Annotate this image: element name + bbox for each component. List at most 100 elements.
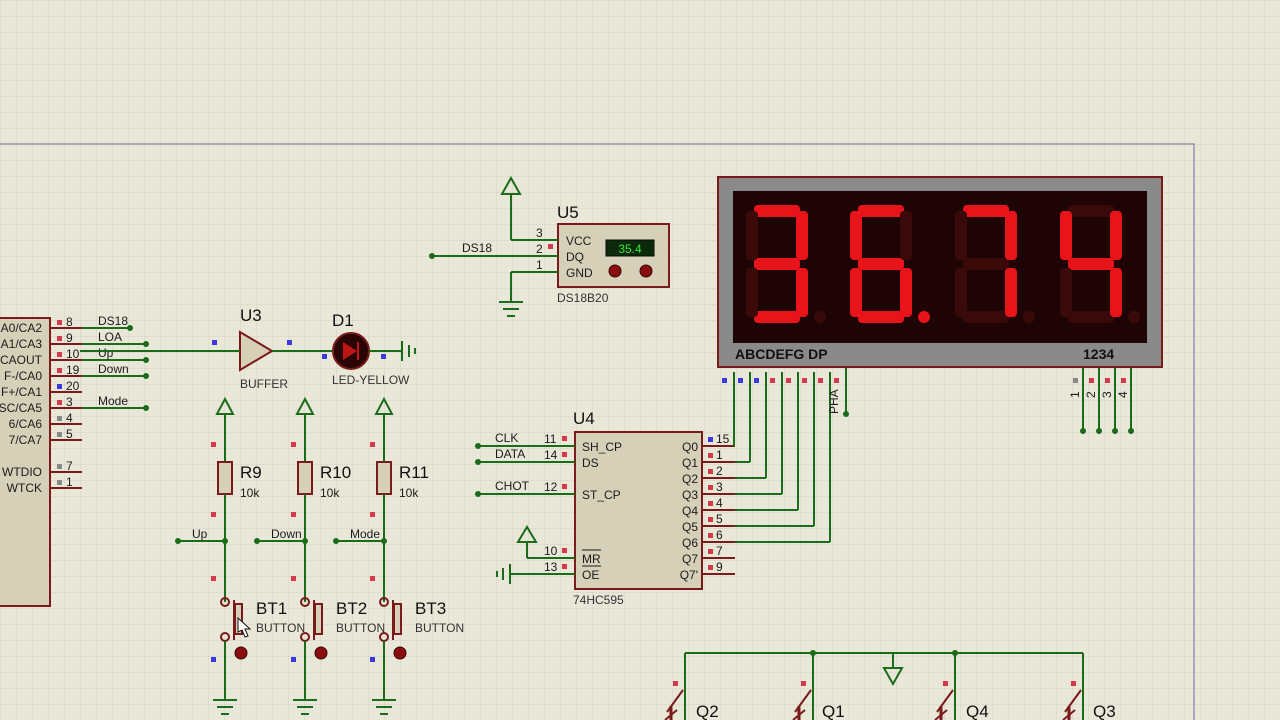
segment-a — [754, 205, 800, 217]
u4-right-name-8: Q7' — [680, 568, 698, 582]
switch-net-1: Up — [192, 527, 208, 541]
digit-pin-num-3: 3 — [1100, 391, 1114, 398]
mcu-pin-label-1: A1/CA3 — [1, 337, 43, 351]
button-3[interactable] — [393, 603, 402, 635]
ground-symbol-d1 — [401, 341, 416, 361]
u4-right-name-4: Q4 — [682, 504, 698, 518]
segment-b — [796, 211, 808, 260]
mcu-net-1: LOA — [98, 330, 122, 344]
mcu-pin-num-8: 7 — [66, 459, 73, 473]
u4-left-num-4: 13 — [544, 560, 558, 574]
resistor-3[interactable] — [376, 461, 392, 495]
segment-f — [1060, 211, 1072, 260]
segment-b — [1110, 211, 1122, 260]
u4-left-name-4: OE — [582, 568, 599, 582]
mcu-pin-num-7: 5 — [66, 427, 73, 441]
u4-left-num-0: 11 — [544, 432, 557, 446]
segment-d — [1068, 311, 1114, 323]
segment-e — [746, 268, 758, 317]
decimal-point — [1023, 311, 1035, 323]
resistor-1[interactable] — [217, 461, 233, 495]
digit-pin-num-1: 1 — [1068, 391, 1082, 398]
segment-b — [1005, 211, 1017, 260]
u4-right-name-6: Q6 — [682, 536, 698, 550]
transistor-ref-2: Q1 — [822, 702, 845, 720]
resistor-value-2: 10k — [320, 486, 340, 500]
transistor-4[interactable]: Q3 — [1062, 681, 1116, 720]
mcu-pin-label-5: SC/CA5 — [0, 401, 42, 415]
d1-type: LED-YELLOW — [332, 373, 410, 387]
u4-ref: U4 — [573, 409, 595, 428]
u5-pin-num-3: 3 — [536, 226, 543, 240]
transistor-3[interactable]: Q4 — [934, 681, 989, 720]
u3-ref: U3 — [240, 306, 262, 325]
segment-g — [858, 258, 904, 270]
u4-right-name-0: Q0 — [682, 440, 698, 454]
u4-left-name-2: ST_CP — [582, 488, 621, 502]
digit-4 — [1060, 205, 1140, 323]
resistor-ref-2: R10 — [320, 463, 351, 482]
ground-symbol-u5 — [499, 301, 523, 317]
power-arrow-u5 — [500, 175, 522, 195]
button-ref-1: BT1 — [256, 599, 287, 618]
u4-left-num-1: 14 — [544, 448, 558, 462]
mcu-net-0: DS18 — [98, 314, 128, 328]
u4-type: 74HC595 — [573, 593, 624, 607]
shift-register-u4[interactable]: U4 74HC595 11SH_CPCLK14DSDATA12ST_CPCHOT… — [475, 372, 831, 607]
segment-f — [850, 211, 862, 260]
segment-c — [900, 268, 912, 317]
u4-right-num-7: 7 — [716, 544, 723, 558]
mcu-pin-label-9: WTCK — [7, 481, 42, 495]
resistor-2[interactable] — [297, 461, 313, 495]
mcu-pin-label-7: 7/CA7 — [9, 433, 43, 447]
u4-right-num-4: 4 — [716, 496, 723, 510]
mcu-pin-num-3: 19 — [66, 363, 80, 377]
segment-b — [900, 211, 912, 260]
button-2[interactable] — [314, 603, 323, 635]
segment-f — [746, 211, 758, 260]
segment-d — [963, 311, 1009, 323]
digit-3 — [955, 205, 1035, 323]
segment-d — [754, 311, 800, 323]
button-type-3: BUTTON — [415, 621, 464, 635]
segment-g — [963, 258, 1009, 270]
sensor-u5[interactable]: U5 VCC DQ GND 3 2 1 35.4 DS18B20 — [536, 203, 670, 305]
segment-e — [955, 268, 967, 317]
resistor-ref-3: R11 — [399, 463, 429, 482]
switch-net-3: Mode — [350, 527, 380, 541]
u4-net-2: CHOT — [495, 479, 530, 493]
button-ref-2: BT2 — [336, 599, 367, 618]
decimal-point — [1128, 311, 1140, 323]
mcu-pin-num-5: 3 — [66, 395, 73, 409]
transistor-ref-4: Q3 — [1093, 702, 1116, 720]
segment-c — [1110, 268, 1122, 317]
digit-pin-label: 1234 — [1083, 346, 1114, 362]
u3-type: BUFFER — [240, 377, 288, 391]
buffer-u3[interactable]: U3 BUFFER — [212, 306, 292, 391]
resistor-ref-1: R9 — [240, 463, 262, 482]
u4-right-num-2: 2 — [716, 464, 723, 478]
u4-right-name-7: Q7 — [682, 552, 698, 566]
transistor-2[interactable]: Q1 — [792, 681, 845, 720]
button-ref-3: BT3 — [415, 599, 446, 618]
mcu-pin-num-2: 10 — [66, 347, 80, 361]
display-side-label: PHA — [827, 389, 841, 414]
mcu-pin-num-0: 8 — [66, 315, 73, 329]
u4-net-0: CLK — [495, 431, 518, 445]
sheet-border — [0, 143, 1195, 720]
u4-right-name-1: Q1 — [682, 456, 698, 470]
mcu-pin-label-6: 6/CA6 — [9, 417, 43, 431]
seven-segment-display[interactable]: ABCDEFG DP 1234 — [717, 176, 1163, 368]
switch-net-2: Down — [271, 527, 302, 541]
transistor-1[interactable]: Q2 — [664, 681, 719, 720]
u4-left-num-2: 12 — [544, 480, 558, 494]
net-label-ds18-u5: DS18 — [462, 241, 492, 255]
decimal-point — [918, 311, 930, 323]
segment-c — [1005, 268, 1017, 317]
led-d1[interactable]: D1 LED-YELLOW — [322, 311, 410, 387]
